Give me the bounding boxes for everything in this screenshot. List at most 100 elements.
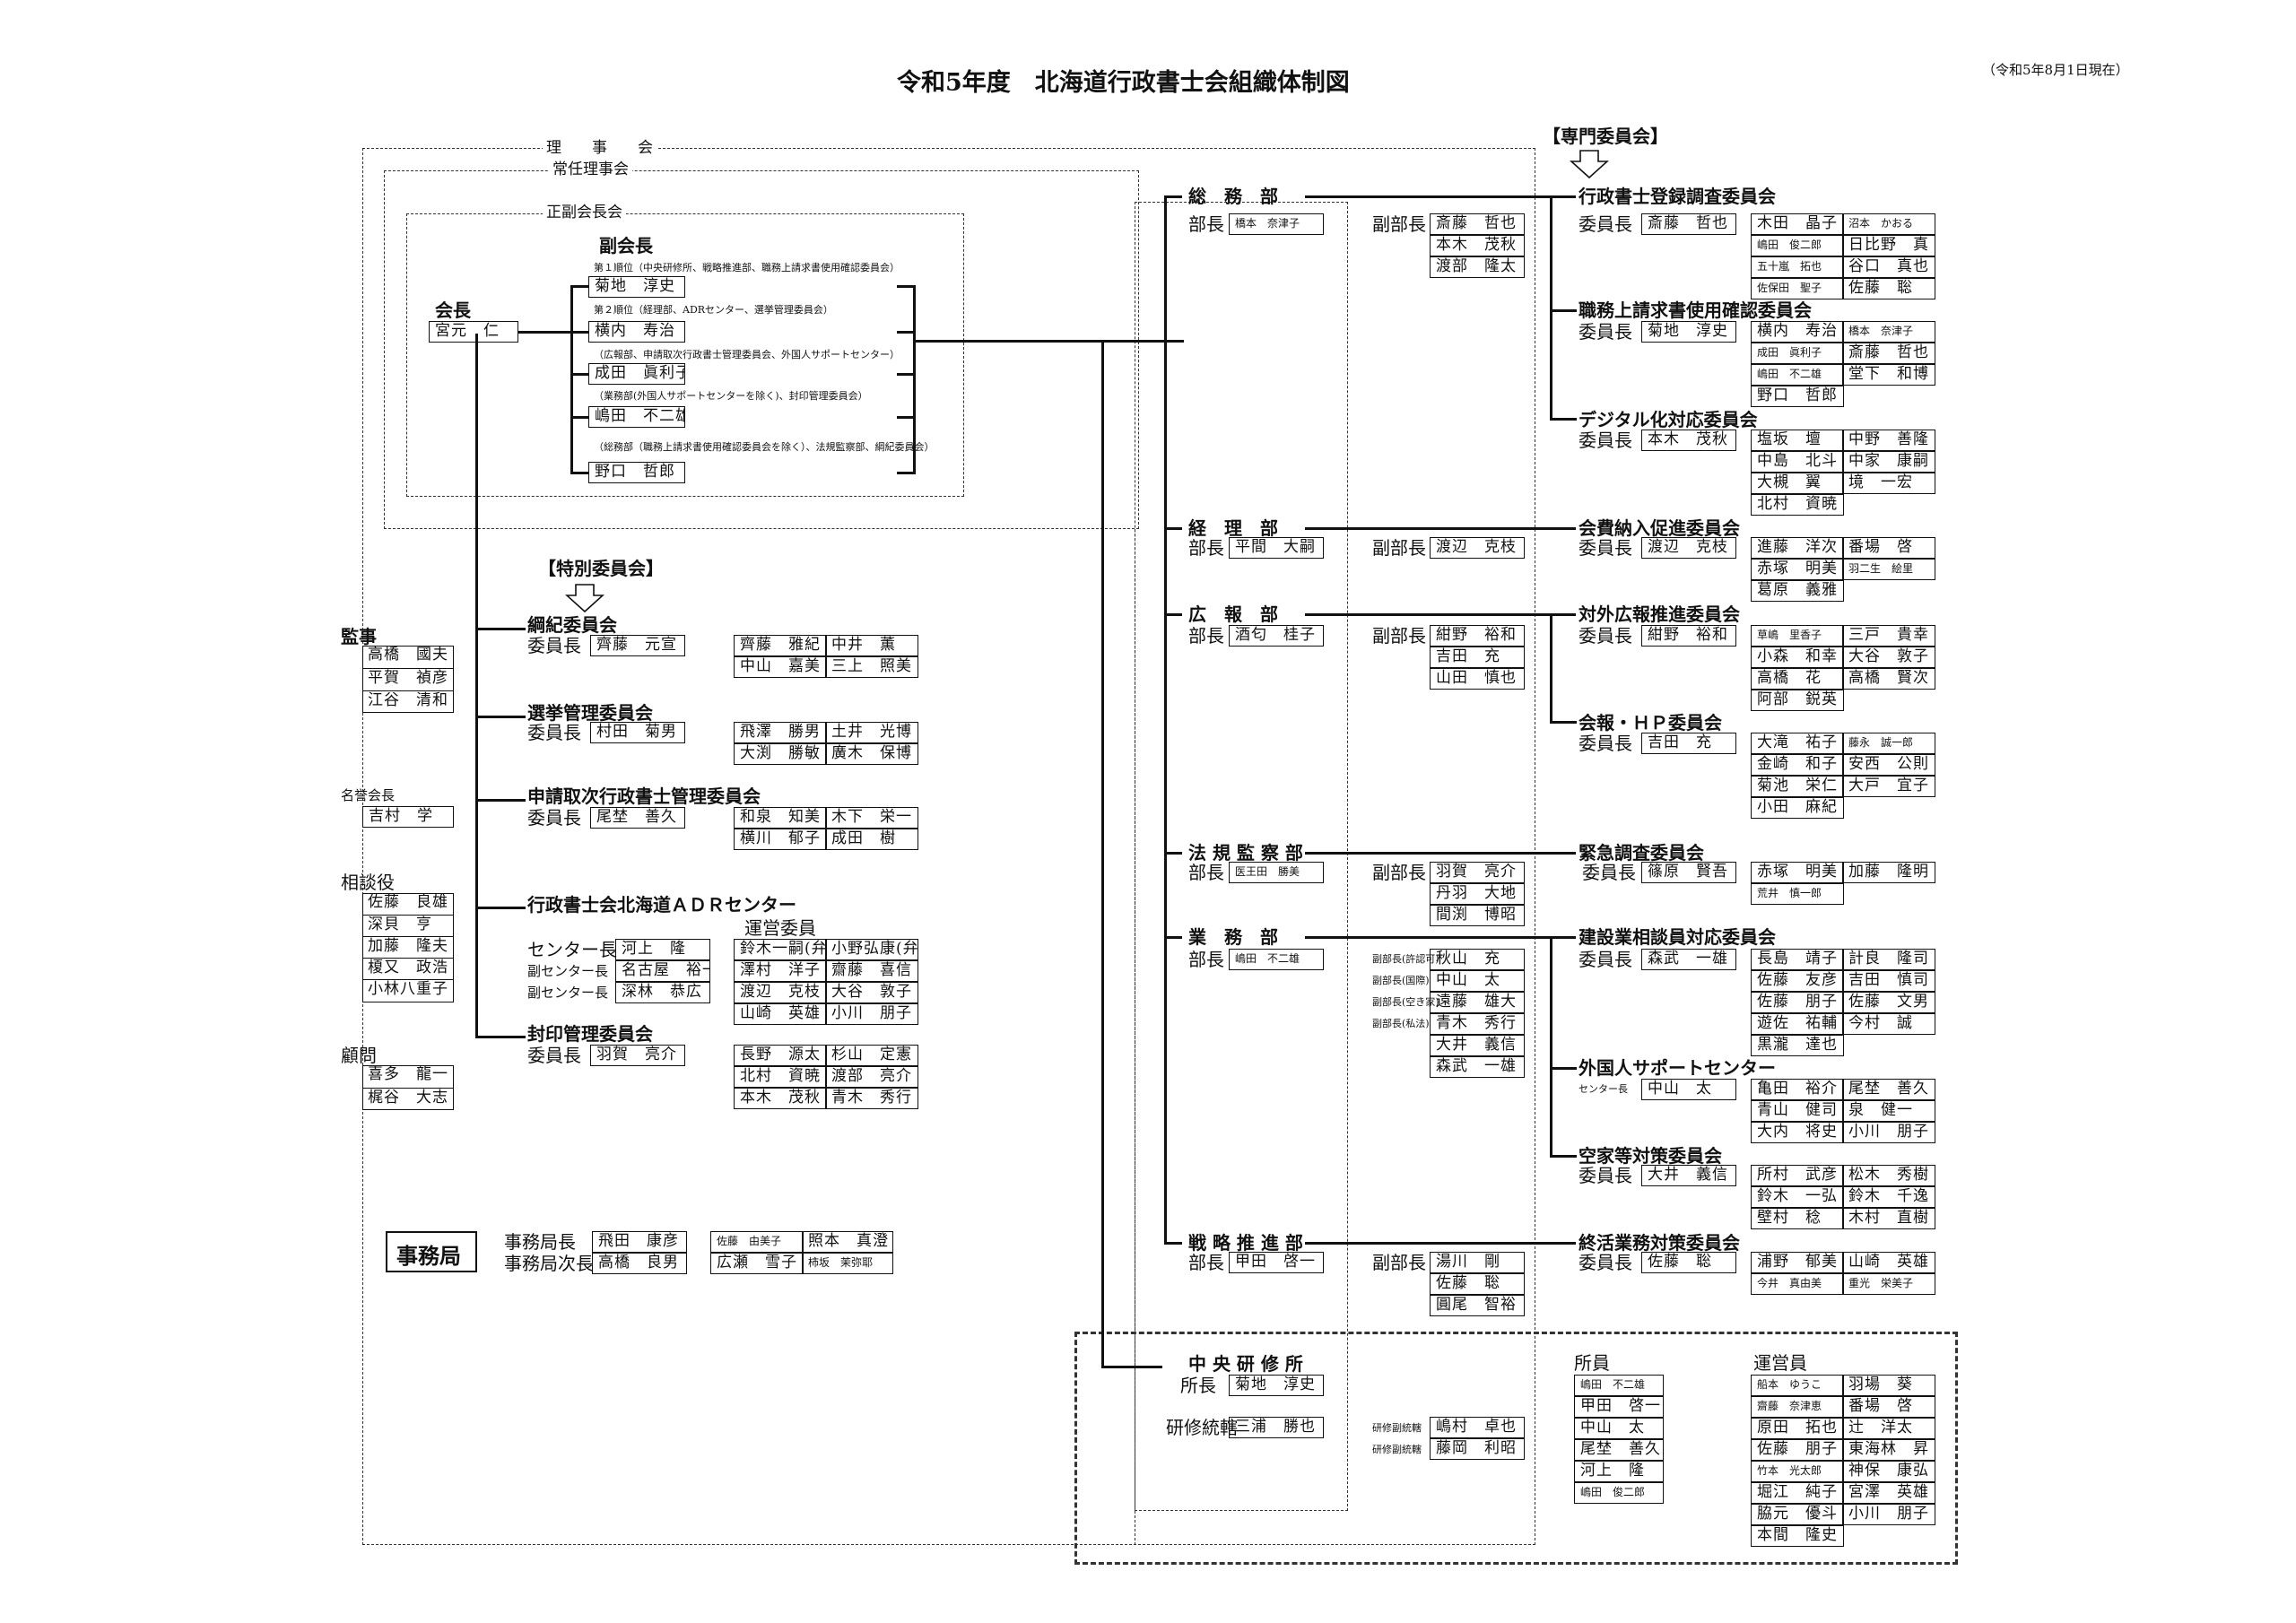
adr-member: 鈴木一嗣(弁) bbox=[734, 939, 827, 960]
committee-member: 嶋田 俊二郎 bbox=[1751, 235, 1844, 256]
special-member: 和泉 知美 bbox=[734, 807, 827, 829]
committee-member: 日比野 真 bbox=[1842, 235, 1935, 256]
committee-chair: 大井 義信 bbox=[1641, 1165, 1736, 1186]
committee-chair: 本木 茂秋 bbox=[1641, 430, 1736, 451]
special-role: 委員長 bbox=[527, 807, 581, 829]
committee-member: 泉 健一 bbox=[1842, 1100, 1935, 1122]
committee-member: 番場 啓 bbox=[1842, 537, 1935, 559]
shoin-member: 嶋田 俊二郎 bbox=[1574, 1482, 1664, 1504]
uneiin-member: 齋藤 奈津恵 bbox=[1751, 1396, 1844, 1418]
committee-role: センター長 bbox=[1578, 1083, 1628, 1095]
special-member: 渡部 亮介 bbox=[825, 1066, 918, 1088]
special-member: 廣木 保博 bbox=[825, 743, 918, 765]
committee-member: 進藤 洋次 bbox=[1751, 537, 1844, 559]
committee-member: 佐藤 文男 bbox=[1842, 992, 1935, 1013]
shoin-label: 所員 bbox=[1574, 1352, 1610, 1374]
jimu-role: 事務局長 bbox=[504, 1231, 576, 1253]
uneiin-member: 堀江 純子 bbox=[1751, 1482, 1844, 1504]
special-chair: 羽賀 亮介 bbox=[590, 1045, 685, 1066]
committee-chair: 斎藤 哲也 bbox=[1641, 213, 1736, 235]
committee-member: 小森 和幸 bbox=[1751, 647, 1844, 668]
uneiin-member: 脇元 優斗 bbox=[1751, 1504, 1844, 1525]
dept-head: 酒匂 桂子 bbox=[1229, 625, 1324, 647]
special-committee-name: 綱紀委員会 bbox=[527, 614, 617, 636]
dept-vice: 渡辺 克枝 bbox=[1430, 537, 1525, 559]
joninrijikai-label: 常任理事会 bbox=[549, 159, 632, 180]
committee-member: 木田 晶子 bbox=[1751, 213, 1844, 235]
committee-member: 葛原 義雅 bbox=[1751, 580, 1844, 602]
adr-unei-label: 運営委員 bbox=[744, 917, 816, 939]
uneiin-label: 運営員 bbox=[1753, 1352, 1807, 1374]
special-committee-name: 申請取次行政書士管理委員会 bbox=[527, 785, 761, 807]
committee-chair: 吉田 充 bbox=[1641, 733, 1736, 754]
sodan-name: 小林八重子 bbox=[362, 979, 454, 1001]
sodan-name: 深貝 亨 bbox=[362, 915, 454, 936]
down-arrow-icon bbox=[1570, 150, 1609, 179]
dept-vice: 紺野 裕和 bbox=[1430, 625, 1525, 647]
special-member: 大渕 勝敏 bbox=[734, 743, 827, 765]
special-role: 委員長 bbox=[527, 1045, 581, 1066]
dept-role: 部長 bbox=[1188, 625, 1224, 647]
committee-member: 佐藤 聡 bbox=[1842, 278, 1935, 299]
committee-chair: 菊地 淳史 bbox=[1641, 321, 1736, 343]
dept-vice: 青木 秀行 bbox=[1430, 1013, 1525, 1035]
committee-member: 金崎 和子 bbox=[1751, 754, 1844, 776]
dept-vice: 山田 慎也 bbox=[1430, 668, 1525, 690]
special-chair: 村田 菊男 bbox=[590, 722, 685, 743]
committee-member: 三戸 貴幸 bbox=[1842, 625, 1935, 647]
dept-name: 広 報 部 bbox=[1188, 603, 1278, 625]
committee-role: 委員長 bbox=[1578, 321, 1632, 343]
jimu-person: 飛田 康彦 bbox=[592, 1231, 687, 1253]
committee-member: 鈴木 一弘 bbox=[1751, 1186, 1844, 1208]
dept-role: 部長 bbox=[1188, 537, 1224, 559]
committee-member: 野口 哲郎 bbox=[1751, 386, 1844, 407]
seifukukaichokai-label: 正副会長会 bbox=[543, 202, 626, 223]
committee-name: 会費納入促進委員会 bbox=[1578, 517, 1740, 539]
committee-chair: 佐藤 聡 bbox=[1641, 1252, 1736, 1273]
committee-member: 加藤 隆明 bbox=[1842, 862, 1935, 883]
committee-member: 松木 秀樹 bbox=[1842, 1165, 1935, 1186]
kenshu-sub: 嶋村 卓也 bbox=[1430, 1417, 1525, 1438]
kanji-box bbox=[362, 646, 454, 713]
jimu-staff: 照本 真澄 bbox=[802, 1231, 893, 1253]
dept-name: 経 理 部 bbox=[1188, 517, 1278, 539]
committee-member: 横内 寿治 bbox=[1751, 321, 1844, 343]
special-member: 飛澤 勝男 bbox=[734, 722, 827, 743]
committee-role: 委員長 bbox=[1578, 213, 1632, 235]
komon-name: 喜多 龍一 bbox=[368, 1065, 448, 1083]
dept-name: 戦 略 推 進 部 bbox=[1188, 1232, 1303, 1254]
joninrijikai-boundary-3 bbox=[1135, 202, 1348, 1511]
kanji-label: 監事 bbox=[341, 626, 377, 647]
committee-member: 高橋 賢次 bbox=[1842, 668, 1935, 690]
jimu-role: 事務局次長 bbox=[504, 1253, 594, 1274]
dept-vice: 斎藤 哲也 bbox=[1430, 213, 1525, 235]
uneiin-member: 竹本 光太郎 bbox=[1751, 1461, 1844, 1482]
rijikai-label: 理 事 会 bbox=[543, 137, 657, 159]
committee-member: 佐藤 友彦 bbox=[1751, 970, 1844, 992]
committee-member: 沼本 かおる bbox=[1842, 213, 1935, 235]
sodan-label: 相談役 bbox=[341, 872, 395, 893]
dept-vrole: 副部長(国際) bbox=[1372, 975, 1430, 986]
committee-member: 計良 隆司 bbox=[1842, 949, 1935, 970]
kanji-name: 高橋 國夫 bbox=[368, 646, 448, 664]
committee-member: 成田 眞利子 bbox=[1751, 343, 1844, 364]
committee-member: 浦野 郁美 bbox=[1751, 1252, 1844, 1273]
kenshu-name: 中 央 研 修 所 bbox=[1188, 1353, 1303, 1375]
dept-head: 甲田 啓一 bbox=[1229, 1252, 1324, 1273]
dept-vrole: 副部長 bbox=[1372, 862, 1426, 883]
fukukaicho-note: 第２順位（経理部、ADRセンター、選挙管理委員会） bbox=[594, 304, 833, 316]
committee-role: 委員長 bbox=[1578, 949, 1632, 970]
adr-role: 副センター長 bbox=[527, 985, 609, 1001]
committee-member: 菊池 栄仁 bbox=[1751, 776, 1844, 797]
committee-member: 大滝 祐子 bbox=[1751, 733, 1844, 754]
kenshu-sub: 藤岡 利昭 bbox=[1430, 1438, 1525, 1460]
shoin-member: 河上 隆 bbox=[1574, 1461, 1664, 1482]
sodan-name: 佐藤 良雄 bbox=[368, 893, 448, 911]
committee-member: 吉田 慎司 bbox=[1842, 970, 1935, 992]
sodan-box bbox=[362, 893, 454, 1002]
committee-member: 谷口 真也 bbox=[1842, 256, 1935, 278]
uneiin-member: 番場 啓 bbox=[1842, 1396, 1935, 1418]
jimu-staff: 柿坂 茉弥耶 bbox=[802, 1253, 893, 1274]
shoin-member: 甲田 啓一 bbox=[1574, 1396, 1664, 1418]
tokubetsu-header: 【特別委員会】 bbox=[538, 558, 664, 579]
